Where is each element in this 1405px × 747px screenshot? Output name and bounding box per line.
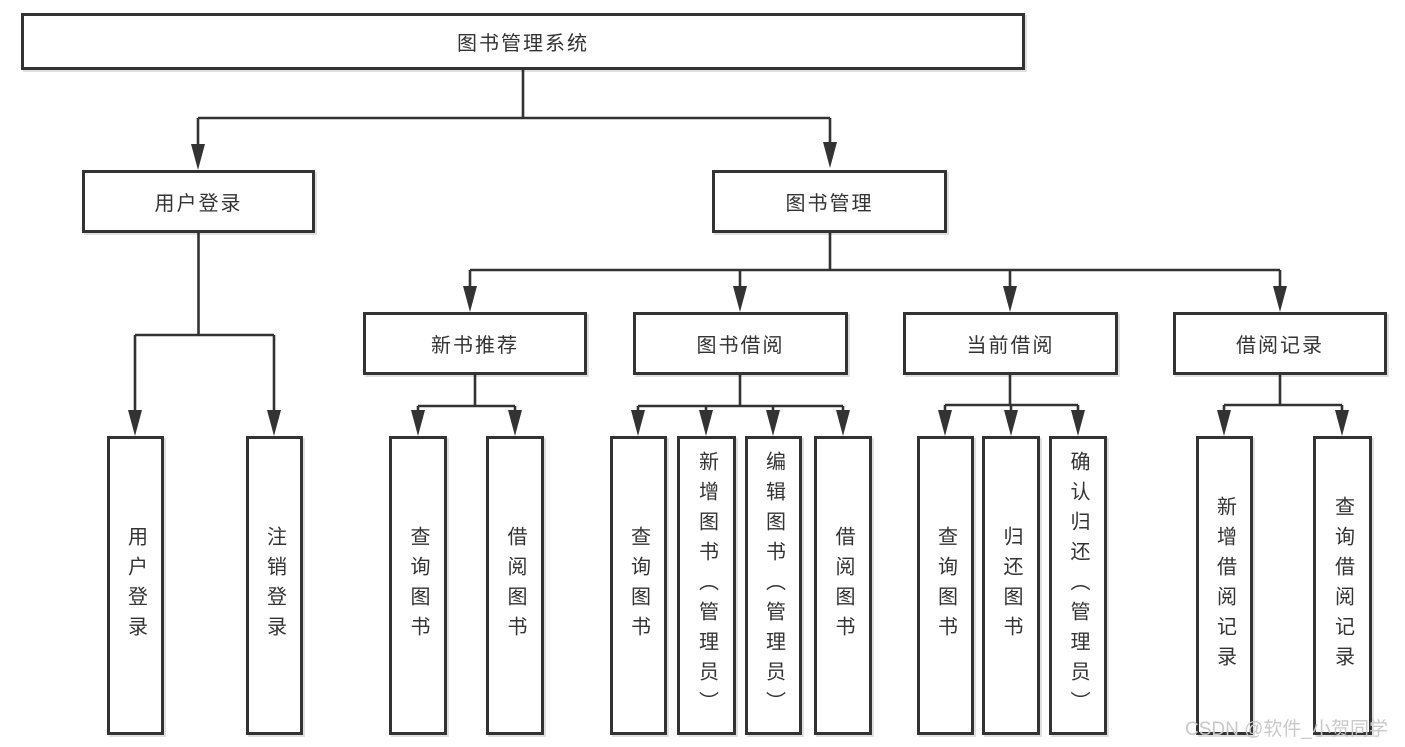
leaf-confirm-return-admin-label: 确认归还（管理员）	[1067, 450, 1089, 721]
leaf-borrow-books-1-label: 借阅图书	[504, 525, 526, 646]
node-book-management-label: 图书管理	[785, 193, 874, 215]
leaf-borrow-books-2-label: 借阅图书	[832, 525, 854, 646]
leaf-user-login: 用户登录	[107, 436, 164, 735]
node-book-borrow: 图书借阅	[633, 312, 848, 375]
node-new-book-recommend-label: 新书推荐	[431, 335, 519, 357]
leaf-query-books-3-label: 查询图书	[934, 525, 957, 646]
csdn-watermark: CSDN @软件_小贺同学	[1185, 719, 1388, 740]
node-current-borrow: 当前借阅	[903, 312, 1118, 375]
arrowheads	[128, 142, 1349, 436]
node-borrow-records-label: 借阅记录	[1236, 335, 1324, 357]
leaf-return-books: 归还图书	[982, 436, 1040, 735]
leaf-borrow-books-2: 借阅图书	[814, 436, 872, 735]
leaf-logout: 注销登录	[246, 436, 303, 735]
leaf-query-books-1: 查询图书	[389, 436, 447, 735]
node-book-borrow-label: 图书借阅	[696, 335, 785, 357]
leaf-user-login-label: 用户登录	[124, 525, 147, 646]
leaf-edit-books-admin-label: 编辑图书（管理员）	[762, 450, 785, 721]
node-user-login-label: 用户登录	[154, 193, 243, 215]
node-root: 图书管理系统	[21, 13, 1025, 70]
node-new-book-recommend: 新书推荐	[363, 312, 587, 375]
node-root-label: 图书管理系统	[457, 33, 589, 55]
leaf-add-books-admin-label: 新增图书（管理员）	[695, 450, 718, 721]
node-current-borrow-label: 当前借阅	[966, 335, 1055, 357]
node-borrow-records: 借阅记录	[1173, 312, 1387, 375]
node-user-login: 用户登录	[82, 170, 315, 233]
leaf-query-borrow-record-label: 查询借阅记录	[1331, 495, 1354, 676]
leaf-query-books-1-label: 查询图书	[407, 525, 429, 646]
leaf-edit-books-admin: 编辑图书（管理员）	[745, 436, 802, 735]
leaf-borrow-books-1: 借阅图书	[486, 436, 544, 735]
leaf-return-books-label: 归还图书	[1000, 525, 1022, 646]
leaf-logout-label: 注销登录	[263, 525, 286, 646]
leaf-add-borrow-record-label: 新增借阅记录	[1213, 495, 1236, 676]
leaf-query-books-3: 查询图书	[917, 436, 974, 735]
leaf-add-borrow-record: 新增借阅记录	[1196, 436, 1253, 735]
leaf-confirm-return-admin: 确认归还（管理员）	[1049, 436, 1107, 735]
leaf-query-books-2: 查询图书	[610, 436, 667, 735]
node-book-management: 图书管理	[712, 170, 947, 233]
leaf-add-books-admin: 新增图书（管理员）	[677, 436, 736, 735]
leaf-query-borrow-record: 查询借阅记录	[1313, 436, 1372, 735]
leaf-query-books-2-label: 查询图书	[627, 525, 650, 646]
